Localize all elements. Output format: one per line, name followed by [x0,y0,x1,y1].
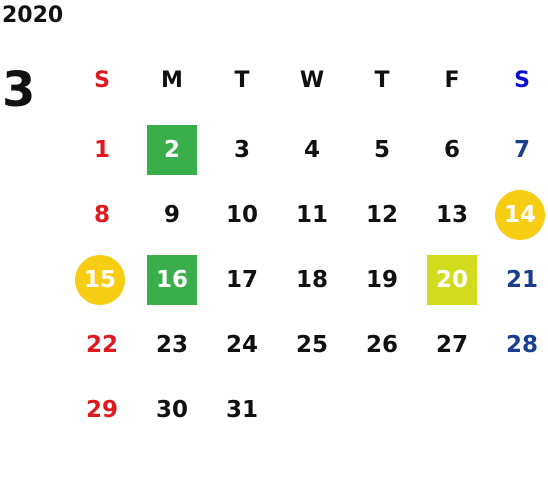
day-23[interactable]: 23 [155,332,188,358]
weekday-sunday: S [94,67,110,93]
weekday-friday: F [444,67,460,93]
day-22[interactable]: 22 [85,332,118,358]
day-17[interactable]: 17 [225,267,258,293]
day-25[interactable]: 25 [295,332,328,358]
day-8[interactable]: 8 [93,202,110,228]
day-27[interactable]: 27 [435,332,468,358]
weekday-thursday: T [374,67,390,93]
day-14[interactable]: 14 [495,190,545,240]
day-30[interactable]: 30 [155,397,188,423]
day-9[interactable]: 9 [163,202,180,228]
weekday-wednesday: W [299,67,325,93]
year-label: 2020 [2,3,64,28]
weekday-tuesday: T [234,67,250,93]
weekday-monday: M [161,67,183,93]
day-15[interactable]: 15 [75,255,125,305]
day-12[interactable]: 12 [365,202,398,228]
day-6[interactable]: 6 [443,137,460,163]
day-20[interactable]: 20 [427,255,477,305]
day-24[interactable]: 24 [225,332,258,358]
day-11[interactable]: 11 [295,202,328,228]
day-4[interactable]: 4 [303,137,320,163]
day-5[interactable]: 5 [373,137,390,163]
day-29[interactable]: 29 [85,397,118,423]
day-28[interactable]: 28 [505,332,538,358]
day-19[interactable]: 19 [365,267,398,293]
day-31[interactable]: 31 [225,397,258,423]
day-18[interactable]: 18 [295,267,328,293]
day-1[interactable]: 1 [93,137,110,163]
day-16[interactable]: 16 [147,255,197,305]
day-2[interactable]: 2 [147,125,197,175]
month-label: 3 [2,62,36,118]
weekday-saturday: S [514,67,530,93]
day-10[interactable]: 10 [225,202,258,228]
day-26[interactable]: 26 [365,332,398,358]
day-21[interactable]: 21 [505,267,538,293]
day-7[interactable]: 7 [513,137,530,163]
day-13[interactable]: 13 [435,202,468,228]
day-3[interactable]: 3 [233,137,250,163]
